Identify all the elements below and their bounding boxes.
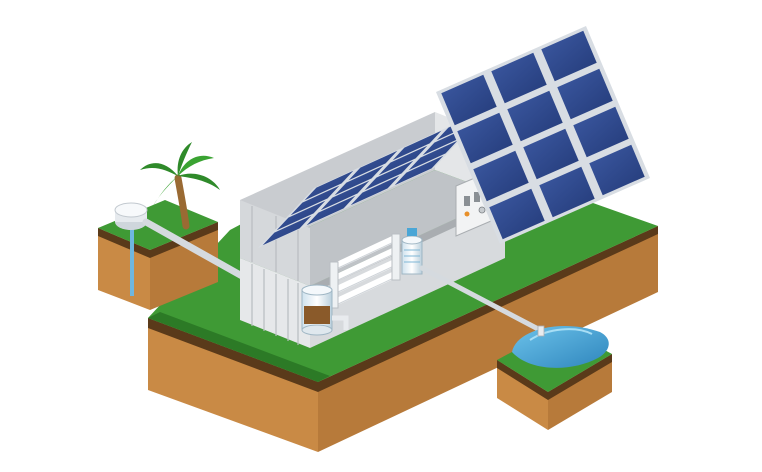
well-shaft: [130, 228, 134, 296]
solar-roof-cell: [394, 155, 444, 186]
panel-switch-1: [464, 196, 470, 206]
solar-ground-cell: [507, 90, 563, 142]
solar-ground-array: [436, 26, 650, 244]
solar-panel-icon: [258, 26, 650, 248]
solar-roof-cell: [392, 130, 442, 161]
palm-frond-1: [140, 163, 178, 176]
bladder-highlight: [529, 328, 593, 341]
bladder-block-topsoil: [497, 354, 612, 400]
pressure-vessel-icon: [401, 228, 423, 275]
solar-roof-cell: [262, 215, 312, 246]
solar-ground-cell: [573, 106, 629, 158]
solar-ground-cell: [473, 150, 529, 202]
container-door-ribs: [251, 206, 299, 345]
main-ground-soil-right: [318, 226, 658, 452]
pressure-vessel-valve: [407, 228, 417, 236]
main-ground-grass-shade: [148, 312, 330, 382]
palm-tree-icon: [140, 142, 220, 230]
solar-ground-cell: [541, 30, 597, 82]
pressure-vessel-body: [401, 239, 423, 275]
solar-roof-cell: [290, 185, 340, 216]
intake-pipe-icon: [142, 218, 246, 280]
membrane-manifold-right: [391, 233, 401, 281]
solar-ground-cell: [589, 144, 645, 196]
solar-roof-cell: [304, 170, 354, 201]
solar-ground-cell: [441, 74, 497, 126]
solar-roof-array: [258, 108, 490, 248]
solar-roof-cell: [276, 200, 326, 231]
solar-roof-cell: [320, 180, 370, 211]
solar-ground-cell: [489, 188, 545, 240]
solar-roof-cell: [364, 160, 414, 191]
bladder-inlet: [537, 325, 545, 337]
panel-indicator-light: [464, 211, 470, 217]
solar-roof-cell: [306, 195, 356, 226]
membrane-manifold-left: [329, 261, 339, 309]
well-ground-block: [98, 200, 218, 310]
main-ground-soil-left: [148, 318, 318, 452]
palm-frond-2: [178, 155, 214, 176]
palm-frond-5: [177, 142, 192, 176]
solar-ground-cell: [557, 68, 613, 120]
container-door-face: [240, 258, 310, 348]
filter-tank-top: [301, 284, 333, 296]
outlet-pipe-icon: [419, 265, 543, 333]
bladder-block-soil-right: [548, 354, 612, 430]
solar-roof-cell: [334, 165, 384, 196]
solar-roof-cell: [348, 150, 398, 181]
solar-roof-cell: [350, 175, 400, 206]
panel-switch-2: [474, 192, 480, 202]
palm-frond-3: [178, 173, 220, 190]
filter-tank-bottom: [301, 324, 333, 336]
bladder-block-soil-left: [497, 360, 548, 430]
solar-ground-cell: [491, 52, 547, 104]
membrane-tubes-icon: [329, 233, 401, 309]
panel-meter: [478, 206, 486, 214]
solar-roof-cell: [408, 140, 458, 171]
solar-ground-cell: [523, 128, 579, 180]
solar-ground-cell: [457, 112, 513, 164]
pressure-vessel-top: [401, 235, 423, 245]
filter-media: [304, 306, 330, 324]
solar-ground-cell: [539, 166, 595, 218]
water-bladder-icon: [512, 325, 609, 368]
filter-outlet-pipe: [332, 315, 349, 330]
solar-roof-frame: [258, 108, 490, 248]
well-cap-top: [114, 202, 148, 218]
solar-roof-cell: [378, 145, 428, 176]
palm-trunk: [174, 174, 190, 230]
well-block-topsoil: [98, 222, 218, 258]
well-icon: [114, 202, 148, 296]
filter-tank-icon: [301, 284, 349, 336]
